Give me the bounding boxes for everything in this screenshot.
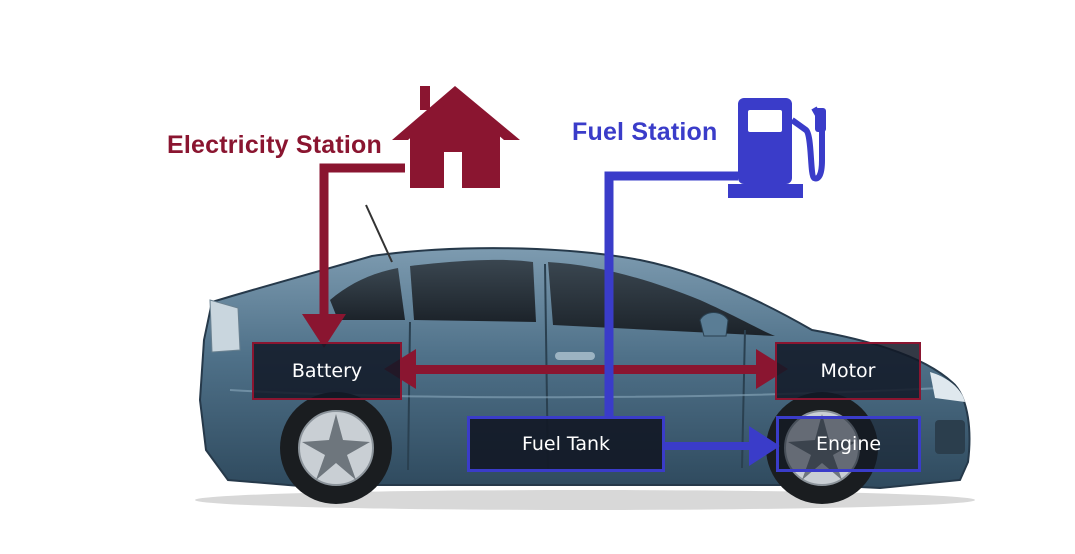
electricity-flow-line bbox=[319, 163, 405, 318]
fuel-flow-line bbox=[665, 442, 755, 450]
battery-label: Battery bbox=[291, 360, 363, 382]
fuel-station-label: Fuel Station bbox=[572, 118, 718, 146]
fuel-flow-line bbox=[604, 171, 738, 416]
car-window-rear bbox=[330, 268, 405, 320]
house-icon bbox=[392, 86, 520, 188]
front-grille bbox=[935, 420, 965, 454]
engine-label: Engine bbox=[815, 433, 882, 455]
fuel-tank-box: Fuel Tank bbox=[467, 416, 665, 472]
arrow-head bbox=[749, 426, 780, 466]
car-antenna bbox=[365, 204, 393, 263]
side-mirror bbox=[699, 312, 729, 337]
car-shadow bbox=[195, 490, 975, 510]
car-window-middle bbox=[410, 259, 536, 322]
door-handle bbox=[555, 352, 595, 360]
rear-wheel bbox=[280, 392, 392, 504]
motor-label: Motor bbox=[820, 360, 876, 382]
arrow-head bbox=[302, 314, 346, 348]
electricity-station-label: Electricity Station bbox=[167, 131, 382, 159]
motor-box: Motor bbox=[775, 342, 921, 400]
fuel-pump-icon bbox=[728, 98, 826, 198]
electricity-flow-line bbox=[412, 365, 764, 374]
fuel-tank-label: Fuel Tank bbox=[521, 433, 611, 455]
head-light bbox=[930, 372, 965, 402]
tail-light bbox=[209, 299, 241, 353]
engine-box: Engine bbox=[776, 416, 921, 472]
battery-box: Battery bbox=[252, 342, 402, 400]
arrow-head bbox=[756, 349, 788, 389]
